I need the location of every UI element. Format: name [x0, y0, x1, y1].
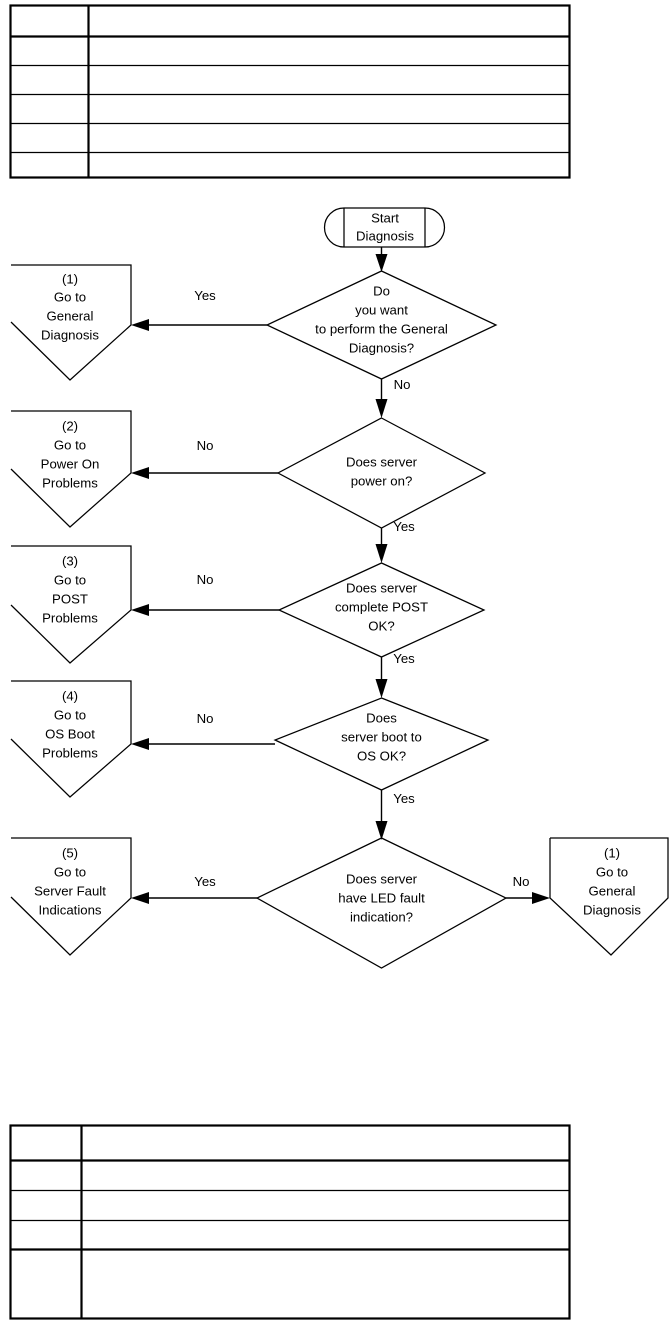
edge-label-decision-4-no: No: [197, 711, 214, 726]
decision-post: Does server complete POST OK?: [277, 562, 486, 658]
connector-4-number: (4): [62, 688, 78, 703]
edge-decision-3-no: No: [131, 572, 279, 616]
connector-5-line-1: Go to: [54, 864, 86, 879]
edge-decision-3-yes: Yes: [375, 651, 415, 698]
edge-decision-4-no: No: [131, 711, 275, 750]
connector-5-line-2: Server Fault: [34, 883, 106, 898]
connector-6-line-2: General: [589, 883, 636, 898]
decision-5-line-2: have LED fault: [338, 890, 425, 905]
edge-label-decision-5-yes: Yes: [194, 874, 216, 889]
connector-go-to-general-diagnosis: (1) Go to General Diagnosis: [10, 264, 132, 381]
decision-1-line-3: to perform the General: [315, 321, 448, 336]
connector-6-number: (1): [604, 845, 620, 860]
edge-label-decision-1-no: No: [394, 377, 411, 392]
edge-decision-4-yes: Yes: [375, 790, 415, 840]
decision-os-boot: Does server boot to OS OK?: [273, 697, 490, 791]
decision-4-line-1: Does: [366, 710, 397, 725]
connector-3-line-1: Go to: [54, 572, 86, 587]
edge-decision-1-no: No: [375, 377, 411, 418]
connector-1-line-1: Go to: [54, 289, 86, 304]
decision-5-line-3: indication?: [350, 909, 413, 924]
edge-label-decision-4-yes: Yes: [393, 791, 415, 806]
connector-go-to-server-fault-indications: (5) Go to Server Fault Indications: [10, 837, 132, 956]
edge-label-decision-2-no: No: [197, 438, 214, 453]
decision-2-line-2: power on?: [351, 473, 413, 488]
empty-table-bottom: [9, 1124, 571, 1320]
start-label-line1: Start: [371, 210, 399, 225]
edge-decision-2-yes: Yes: [375, 519, 415, 563]
decision-3-line-3: OK?: [368, 618, 394, 633]
connector-go-to-os-boot-problems: (4) Go to OS Boot Problems: [10, 680, 132, 798]
connector-4-line-2: OS Boot: [45, 726, 95, 741]
edge-decision-2-no: No: [131, 438, 278, 479]
decision-4-line-2: server boot to: [341, 729, 422, 744]
connector-3-number: (3): [62, 553, 78, 568]
decision-4-line-3: OS OK?: [357, 748, 406, 763]
connector-1-line-3: Diagnosis: [41, 327, 99, 342]
decision-led-fault: Does server have LED fault indication?: [255, 837, 508, 969]
connector-4-line-3: Problems: [42, 745, 98, 760]
connector-1-number: (1): [62, 271, 78, 286]
connector-start-to-decision-1: [375, 247, 388, 272]
connector-go-to-post-problems: (3) Go to POST Problems: [10, 545, 132, 664]
connector-6-line-1: Go to: [596, 864, 628, 879]
connector-6-line-3: Diagnosis: [583, 902, 641, 917]
node-start-diagnosis: Start Diagnosis: [323, 207, 446, 248]
connector-5-line-3: Indications: [38, 902, 101, 917]
decision-3-line-1: Does server: [346, 580, 418, 595]
edge-label-decision-3-yes: Yes: [393, 651, 415, 666]
decision-1-line-2: you want: [355, 302, 408, 317]
edge-label-decision-1-yes: Yes: [194, 288, 216, 303]
connector-2-number: (2): [62, 418, 78, 433]
empty-table-top: [9, 4, 571, 179]
connector-2-line-1: Go to: [54, 437, 86, 452]
decision-2-line-1: Does server: [346, 454, 418, 469]
connector-go-to-power-on-problems: (2) Go to Power On Problems: [10, 410, 132, 528]
connector-1-line-2: General: [47, 308, 94, 323]
edge-decision-5-no: No: [506, 874, 550, 904]
connector-go-to-general-diagnosis-right: (1) Go to General Diagnosis: [549, 837, 669, 956]
edge-label-decision-3-no: No: [197, 572, 214, 587]
connector-2-line-3: Problems: [42, 475, 98, 490]
decision-general-diagnosis: Do you want to perform the General Diagn…: [265, 270, 498, 380]
connector-3-line-3: Problems: [42, 610, 98, 625]
edge-decision-1-yes: Yes: [131, 288, 267, 331]
decision-3-line-2: complete POST: [335, 599, 428, 614]
connector-2-line-2: Power On: [41, 456, 100, 471]
connector-5-number: (5): [62, 845, 78, 860]
edge-label-decision-5-no: No: [513, 874, 530, 889]
connector-3-line-2: POST: [52, 591, 88, 606]
decision-1-line-1: Do: [373, 283, 390, 298]
edge-label-decision-2-yes: Yes: [393, 519, 415, 534]
decision-power-on: Does server power on?: [276, 417, 487, 529]
decision-5-line-1: Does server: [346, 871, 418, 886]
decision-1-line-4: Diagnosis?: [349, 340, 414, 355]
edge-decision-5-yes: Yes: [131, 874, 257, 904]
connector-4-line-1: Go to: [54, 707, 86, 722]
start-label-line2: Diagnosis: [356, 228, 414, 243]
